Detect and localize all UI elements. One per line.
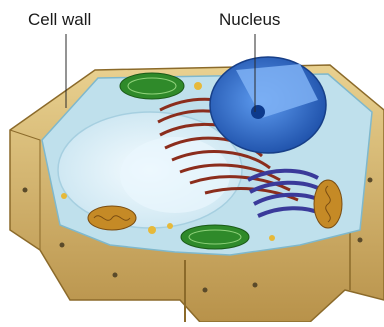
nucleus <box>210 57 326 153</box>
nucleus-label: Nucleus <box>219 11 280 28</box>
vacuole <box>58 112 242 228</box>
cell-wall-label: Cell wall <box>28 11 91 28</box>
nucleolus <box>251 105 265 119</box>
